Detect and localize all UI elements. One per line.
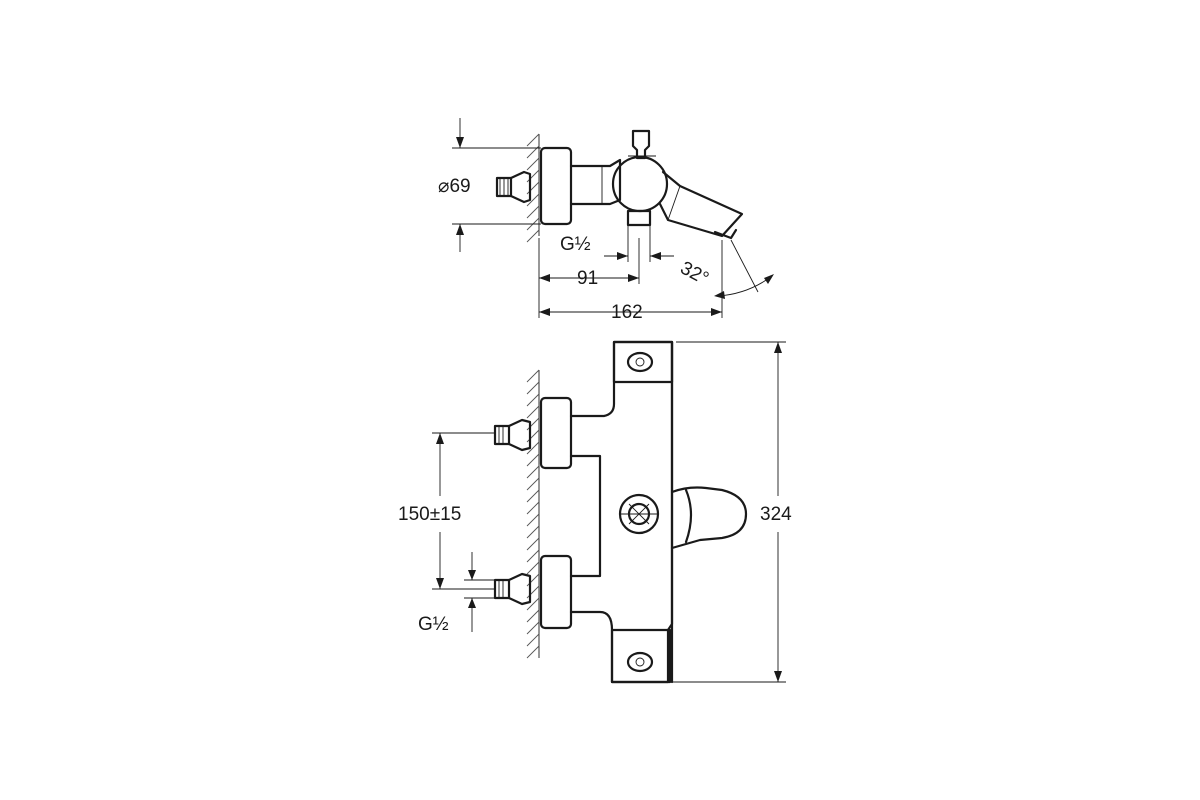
dim-height: 324 bbox=[672, 341, 792, 683]
dim-angle: 32° bbox=[677, 239, 774, 299]
angle-label: 32° bbox=[677, 258, 712, 290]
inlet-connector-lower bbox=[493, 572, 532, 606]
diverter-lever bbox=[631, 129, 651, 160]
dim-spacing: 150±15 bbox=[398, 432, 495, 590]
dim-91: 91 bbox=[538, 238, 640, 318]
mixer-body-front bbox=[569, 340, 674, 684]
side-view: ⌀69 G½ 91 162 bbox=[438, 118, 774, 323]
spacing-label: 150±15 bbox=[398, 504, 461, 525]
spout-top bbox=[658, 170, 744, 238]
spout-front bbox=[670, 486, 748, 550]
bottom-inlet bbox=[626, 209, 652, 227]
front-view: 150±15 G½ 324 bbox=[398, 340, 792, 684]
inlet-connector-upper bbox=[493, 418, 532, 452]
diameter-label: ⌀69 bbox=[438, 176, 471, 197]
dim-thread-front: G½ bbox=[418, 552, 495, 635]
bottom-cap bbox=[610, 628, 672, 684]
dim-thread-top: G½ bbox=[560, 225, 674, 262]
wall-hatch-top bbox=[526, 133, 540, 243]
inlet-connector-top bbox=[495, 170, 532, 204]
body-arm bbox=[569, 158, 622, 206]
offset-label: 91 bbox=[577, 268, 598, 289]
dim-162: 162 bbox=[539, 240, 723, 323]
dim-diameter: ⌀69 bbox=[438, 118, 541, 252]
top-cap bbox=[612, 340, 674, 384]
thread-label-front: G½ bbox=[418, 614, 449, 635]
screw-top-icon bbox=[626, 351, 654, 373]
escutcheon-lower bbox=[539, 554, 573, 630]
escutcheon-top bbox=[539, 146, 573, 226]
wall-hatch-front bbox=[526, 369, 540, 659]
height-label: 324 bbox=[760, 504, 792, 525]
control-knob-front bbox=[618, 493, 660, 535]
screw-bottom-icon bbox=[626, 651, 654, 673]
thread-label-top: G½ bbox=[560, 234, 591, 255]
length-label: 162 bbox=[611, 302, 643, 323]
escutcheon-upper bbox=[539, 396, 573, 470]
